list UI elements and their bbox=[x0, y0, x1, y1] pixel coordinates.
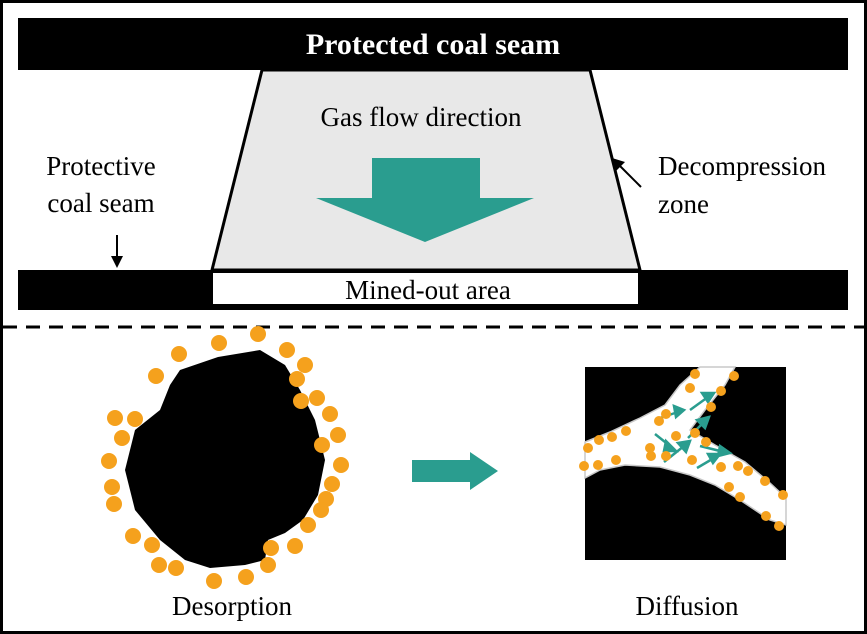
protected-seam-label: Protected coal seam bbox=[306, 28, 560, 61]
desorption-label: Desorption bbox=[172, 591, 292, 621]
top-panel: Protected coal seam Gas flow direction M… bbox=[18, 18, 848, 310]
protective-seam-label-line1: Protective bbox=[46, 151, 155, 181]
decompression-label-line1: Decompression bbox=[658, 151, 826, 181]
diffusion-illustration bbox=[579, 366, 788, 560]
protected-seam-band bbox=[18, 18, 848, 70]
decompression-pointer-arrow bbox=[612, 158, 642, 188]
gas-flow-label: Gas flow direction bbox=[321, 102, 522, 132]
protective-seam-label-line2: coal seam bbox=[47, 188, 154, 218]
decompression-label-line2: zone bbox=[658, 189, 709, 219]
gas-molecules-desorption bbox=[101, 326, 349, 589]
protective-seam-pointer-arrow bbox=[111, 235, 123, 268]
bottom-panel: Desorption Diffusion bbox=[101, 326, 788, 621]
gas-molecules-diffusion bbox=[579, 369, 788, 531]
mined-out-area bbox=[211, 271, 640, 306]
mined-out-label: Mined-out area bbox=[345, 275, 511, 305]
gas-flow-arrow bbox=[316, 158, 534, 242]
process-arrow bbox=[412, 452, 498, 490]
diffusion-label: Diffusion bbox=[635, 591, 739, 621]
diffusion-vectors bbox=[654, 391, 733, 470]
coal-particle bbox=[125, 350, 325, 568]
desorption-illustration bbox=[101, 326, 349, 589]
